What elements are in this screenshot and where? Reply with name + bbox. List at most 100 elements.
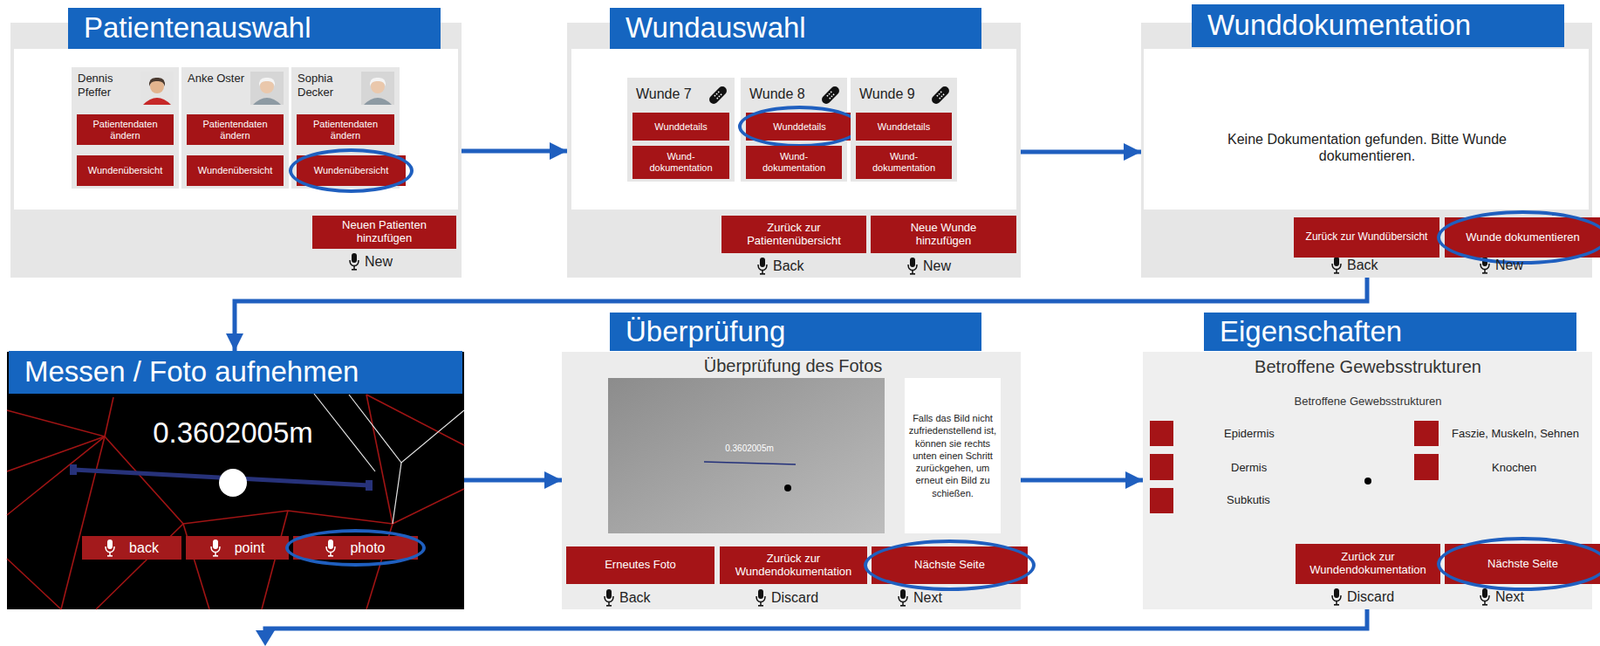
- use-shape: [898, 588, 908, 607]
- portrait-bg: [140, 71, 174, 105]
- use-shape: [604, 588, 614, 607]
- bandage-strip: [707, 84, 729, 106]
- portrait-body: [252, 97, 281, 105]
- wound-card: Wunde 8WunddetailsWund- dokumentation: [740, 77, 848, 182]
- voice-command: New: [1495, 256, 1524, 274]
- patient-card: Anke OsterPatientendaten ändernWundenübe…: [181, 67, 289, 189]
- mic-glyph: [326, 539, 336, 557]
- bandage-strip: [820, 84, 842, 106]
- menu-button: Wund- dokumentation: [745, 145, 842, 179]
- hint-box: Falls das Bild nicht zufriedenstellend i…: [904, 377, 1001, 534]
- label-text: Patientendaten ändern: [300, 118, 391, 141]
- label-text: Falls das Bild nicht zufriedenstellend i…: [908, 411, 998, 500]
- mic-icons: [349, 252, 1490, 607]
- menu-button: Patientendaten ändern: [296, 114, 395, 145]
- label-text: Zurück zur Wundendokumentation: [1305, 550, 1430, 577]
- menu-button: Zurück zur Wundendokumentation: [719, 546, 868, 584]
- tissue-option: Epidermis: [1223, 426, 1275, 441]
- screen-frame: [567, 22, 1021, 278]
- path-shape: [6, 558, 62, 609]
- cursor-dot: [784, 484, 792, 492]
- label-text: Wunddetails: [772, 121, 826, 133]
- menu-button: Wundenübersicht: [76, 155, 174, 186]
- menu-button: Neuen Patienten hinzufügen: [312, 215, 457, 249]
- tissue-option: Dermis: [1230, 460, 1267, 475]
- menu-button: Wundenübersicht: [296, 155, 406, 186]
- label-text: point: [234, 540, 266, 556]
- mesh-lines: [314, 393, 465, 524]
- bandage-shape: [820, 84, 842, 106]
- label-text: Zurück zur Wundübersicht: [1305, 231, 1429, 244]
- voice-command: New: [923, 257, 951, 274]
- voice-button: point: [185, 535, 289, 560]
- label-text: Zurück zur Patientenübersicht: [735, 221, 853, 248]
- app-screen: WundauswahlWunde 7WunddetailsWund- dokum…: [567, 7, 1021, 278]
- label-text: Patientendaten ändern: [190, 118, 281, 141]
- portrait-bg: [361, 71, 395, 105]
- label-text: Sophia Decker: [297, 71, 359, 101]
- voice-command: New: [364, 252, 393, 270]
- portrait-bg: [250, 71, 284, 105]
- rect-shape: [1414, 453, 1439, 480]
- path-shape: [314, 393, 376, 472]
- checkboxes: [1149, 420, 1439, 513]
- label-text: Messen / Foto aufnehmen: [24, 355, 359, 388]
- camera-screen: [6, 351, 465, 609]
- path-shape: [61, 436, 105, 609]
- title-band: Messen / Foto aufnehmen: [8, 350, 463, 394]
- label-text: Wunde 9: [859, 85, 916, 103]
- label-text: Eigenschaften: [1219, 315, 1402, 348]
- label-text: 0.3602005m: [84, 415, 382, 451]
- bandage-dot: [936, 94, 939, 97]
- path-shape: [366, 394, 465, 445]
- mic-glyph: [211, 539, 220, 557]
- label-text: Wundenübersicht: [88, 164, 163, 177]
- app-screen: Messen / Foto aufnehmen0.3602005mbackpoi…: [6, 350, 465, 609]
- label-text: Wunddetails: [654, 121, 707, 133]
- label-text: Anke Oster: [187, 71, 249, 86]
- label-text: Nächste Seite: [1487, 557, 1559, 571]
- label-text: Wundauswahl: [625, 12, 807, 44]
- portrait-icon: [361, 71, 395, 105]
- screen-frame: [10, 22, 462, 278]
- voice-command: Back: [619, 588, 651, 606]
- bandage-dot: [717, 95, 721, 98]
- label-text: Neue Wunde hinzufügen: [884, 221, 1003, 248]
- voice-command: Back: [1347, 256, 1379, 274]
- screen-area: [1143, 48, 1589, 210]
- flow-arrow: [1020, 150, 1142, 155]
- measure-line: [704, 461, 796, 465]
- use-shape: [1480, 588, 1490, 606]
- bandage-dot: [713, 94, 717, 97]
- use-shape: [758, 257, 767, 275]
- bandage-dot: [826, 94, 829, 97]
- menu-button: Zurück zur Wundübersicht: [1293, 217, 1440, 258]
- path-shape: [6, 436, 105, 472]
- label-text: Betroffene Gewebsstrukturen: [1176, 355, 1560, 377]
- label-text: Wundenübersicht: [198, 164, 273, 177]
- menu-button: Nächste Seite: [871, 546, 1028, 584]
- label-text: 0.3602005m: [697, 443, 802, 454]
- title-band: Eigenschaften: [1203, 312, 1577, 351]
- title-band: Überprüfung: [609, 312, 982, 351]
- bandage-dot: [832, 93, 835, 96]
- label-text: Patientendaten ändern: [80, 118, 171, 141]
- screen-frame: [1141, 22, 1593, 278]
- bandage-dot: [719, 93, 723, 96]
- rect-shape: [1149, 420, 1174, 446]
- rect-shape: [1414, 420, 1439, 446]
- bandage-dot: [827, 92, 831, 96]
- cursor-dot: [1364, 477, 1372, 485]
- bandage-icon: [706, 83, 730, 107]
- bandage-dot: [828, 96, 832, 100]
- tissue-option: Subkutis: [1226, 492, 1271, 507]
- use-shape: [908, 257, 917, 275]
- measure-cap: [365, 479, 373, 491]
- captured-image: [608, 377, 885, 534]
- menu-button: Erneutes Foto: [566, 546, 715, 584]
- menu-button: Wunde dokumentieren: [1444, 217, 1600, 258]
- bandage-dot: [829, 90, 833, 94]
- path-shape: [392, 462, 402, 524]
- label-text: Dennis Pfeffer: [77, 71, 139, 101]
